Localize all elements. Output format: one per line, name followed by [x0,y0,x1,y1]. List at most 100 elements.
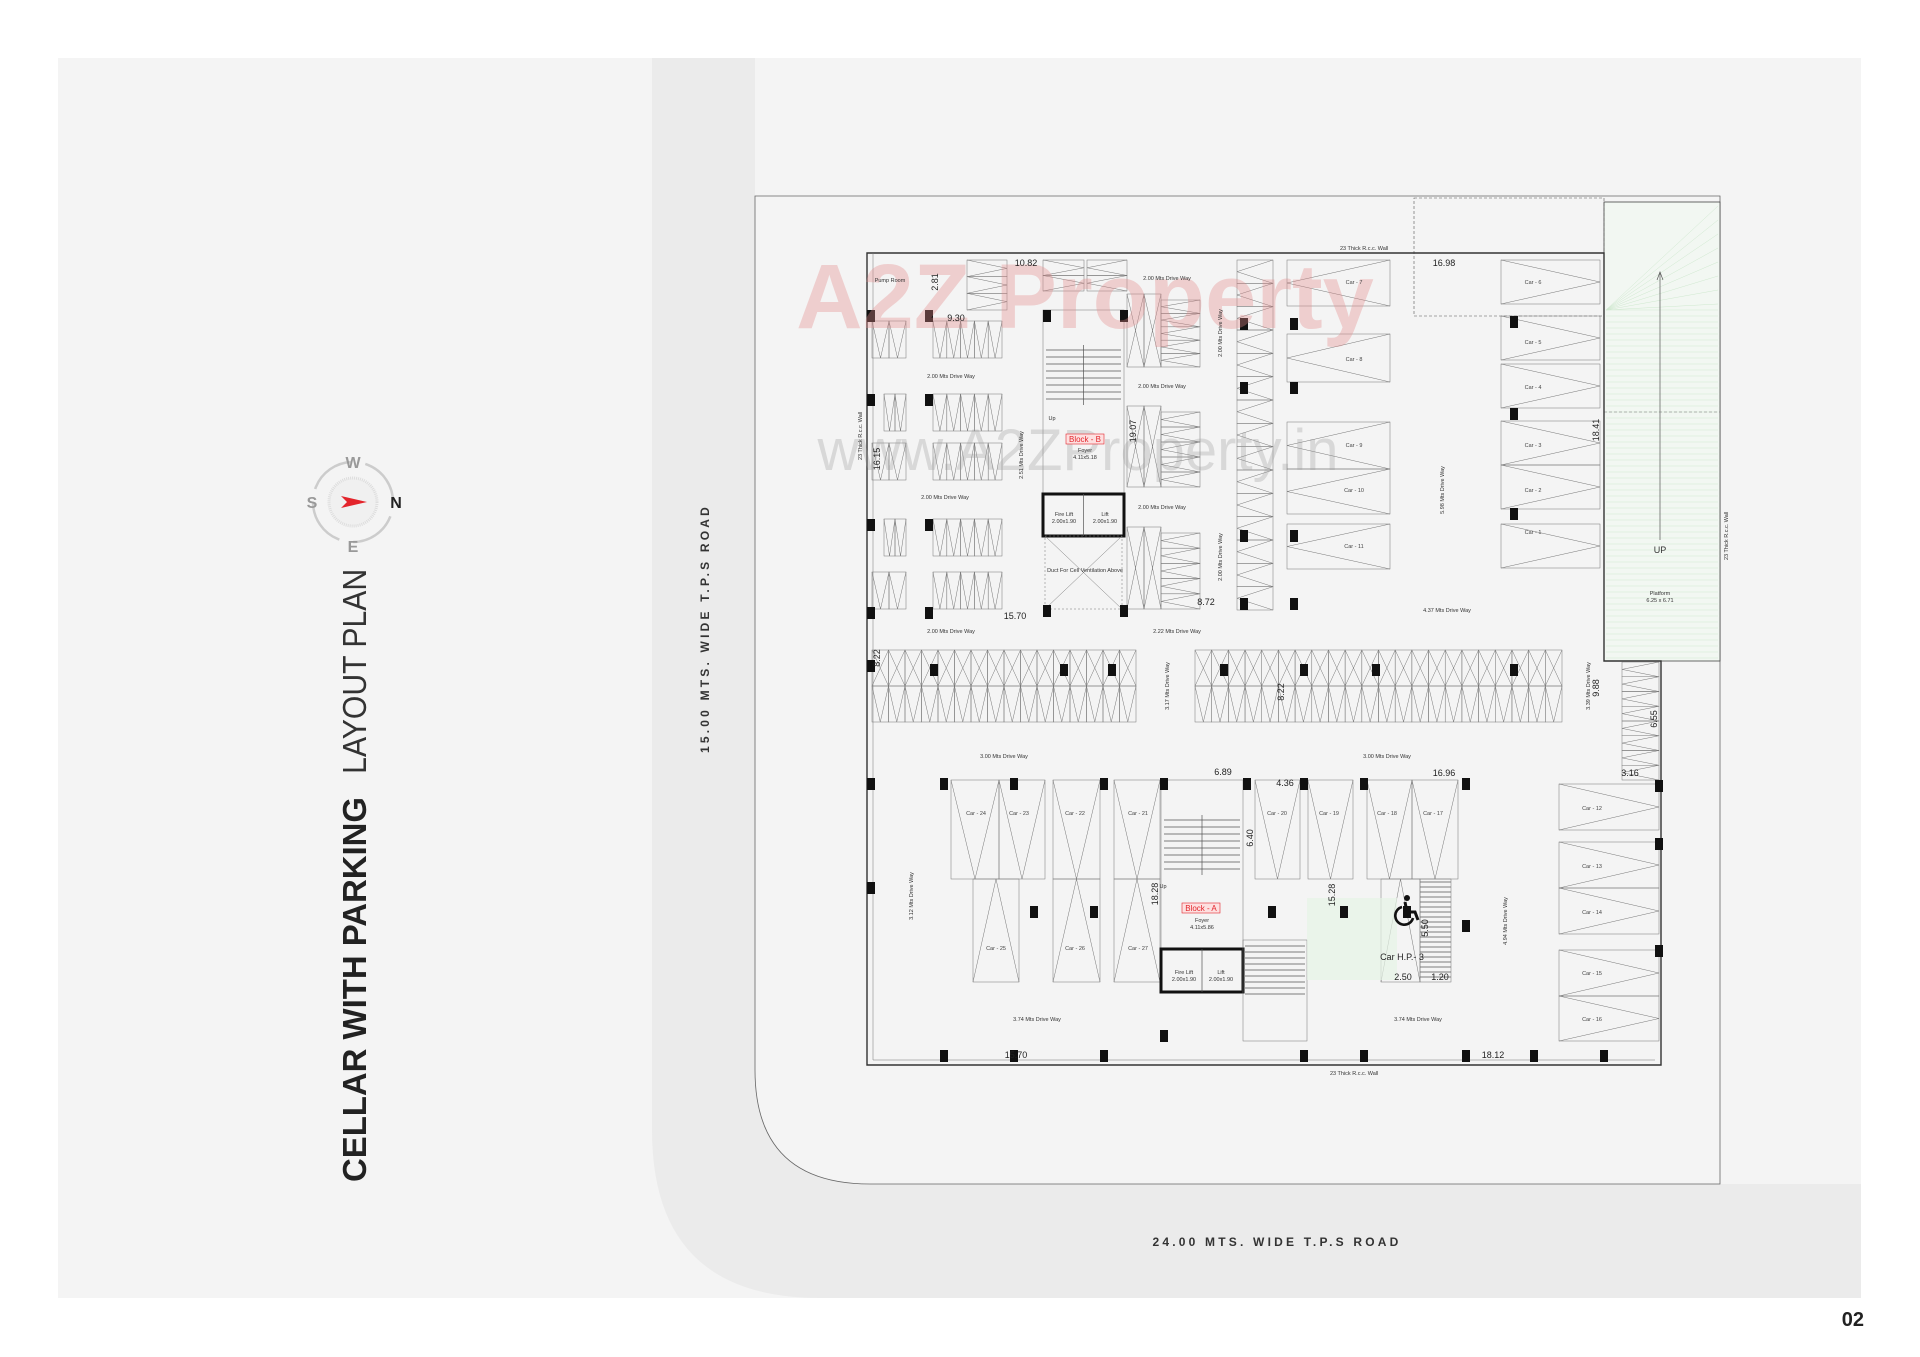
plan-line [1094,685,1104,723]
plan-line [904,685,914,723]
car-label: Car - 25 [986,946,1006,952]
column [1510,664,1518,676]
plan-line [1500,259,1601,283]
column [1462,778,1470,790]
column [1510,316,1518,328]
dimension-label: 2.50 [1394,972,1412,982]
column [940,778,948,790]
plan-line [1160,479,1201,488]
car-label: Car - 11 [1344,544,1363,550]
block-a-fire-lift-size: 2.00x1.90 [1172,977,1196,983]
dimension-label: 15.28 [1327,884,1337,907]
plan-line [1444,685,1454,723]
plan-line [1553,685,1563,723]
dimension-label: 4.36 [1276,778,1294,788]
column [1220,664,1228,676]
plan-line [1500,523,1601,547]
plan-line [1366,779,1390,880]
block-a-lift: Lift [1217,970,1225,976]
plan-line [1558,864,1660,889]
plan-line [1621,742,1660,751]
plan-line [966,293,1008,302]
column [867,882,875,894]
plan-line [1236,271,1274,284]
plan-line [1286,685,1296,723]
plan-line [932,393,941,432]
column [1030,906,1038,918]
plan-line [1069,649,1087,687]
compass: W E S N [307,455,402,556]
plan-line [871,685,881,723]
plan-line [1160,601,1201,610]
plan-line [1378,649,1396,687]
plan-line [1558,806,1660,831]
column [1462,920,1470,932]
plan-line [913,685,922,723]
plan-line [1461,649,1479,687]
plan-line [1143,405,1162,488]
plan-line [1621,661,1660,670]
plan-line [1076,878,1101,983]
hp-car-label: Car H.P.- 3 [1380,952,1424,962]
watermark-logo: A2Z Property [796,246,1374,348]
plan-line [1286,491,1391,515]
parking-stall [987,320,1003,359]
column [1655,780,1663,792]
plan-line [1369,685,1379,723]
plan-line [871,571,881,610]
column [1268,906,1276,918]
plan-line [970,649,988,687]
plan-line [1621,698,1660,707]
plan-line [1621,757,1660,766]
parking-stall [972,878,1020,983]
column [1462,1050,1470,1062]
column [1240,530,1248,542]
plan-line [1061,685,1071,723]
dimension-label: 1.20 [1431,972,1449,982]
plan-line [1160,441,1201,450]
parking-stall [1294,685,1313,723]
plan-line [871,320,881,359]
car-label: Car - 8 [1346,357,1363,363]
plan-line [1236,685,1246,723]
plan-line [1286,445,1391,470]
plan-line [1528,649,1546,687]
plan-line [974,442,982,481]
plan-line [1160,578,1201,587]
plan-line [1605,219,1719,311]
column [867,394,875,406]
parking-stall [1500,420,1601,466]
parking-stall [894,518,907,557]
plan-line [1236,259,1274,272]
plan-line [974,393,982,432]
road-band [652,58,1861,1298]
dimension-label: 10.82 [1015,258,1038,268]
plan-line [1160,411,1201,420]
plan-line [1621,728,1660,736]
plan-line [1605,289,1719,311]
plan-line [1419,685,1429,723]
car-label: Car - 1 [1525,530,1542,536]
column [1160,778,1168,790]
compass-e: E [348,539,359,556]
plan-line [1086,267,1128,276]
column [1655,838,1663,850]
plan-line [1353,685,1363,723]
plan-line [954,649,972,687]
car-label: Car - 5 [1525,340,1542,346]
plan-line [880,685,889,723]
parking-stall [1119,685,1137,723]
pump-room-label: Pump Room [875,278,906,284]
plan-line [960,571,968,610]
plan-line [1330,779,1354,880]
car-label: Car - 2 [1525,488,1542,494]
wheelchair-icon [1394,895,1420,926]
plan-line [1126,405,1145,488]
plan-line [1086,649,1104,687]
dimension-label: 18.28 [1150,883,1160,906]
title-light: LAYOUT PLAN [336,569,373,774]
column [867,778,875,790]
plan-line [1111,685,1120,723]
dimension-label: 16.96 [1433,768,1456,778]
